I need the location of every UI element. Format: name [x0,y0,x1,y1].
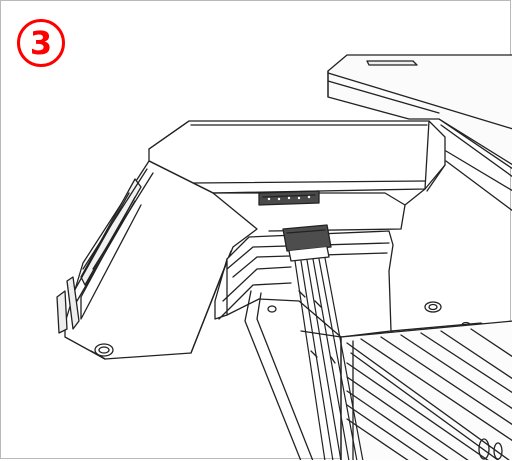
ribbon-cable [294,257,364,460]
cable-connector [282,224,332,262]
mounting-bracket [214,230,502,460]
aluminum-extrusion [300,320,512,460]
control-box [56,120,446,360]
step-number-badge: 3 [17,19,65,67]
top-plate [327,54,512,212]
step-number-label: 3 [29,24,53,62]
